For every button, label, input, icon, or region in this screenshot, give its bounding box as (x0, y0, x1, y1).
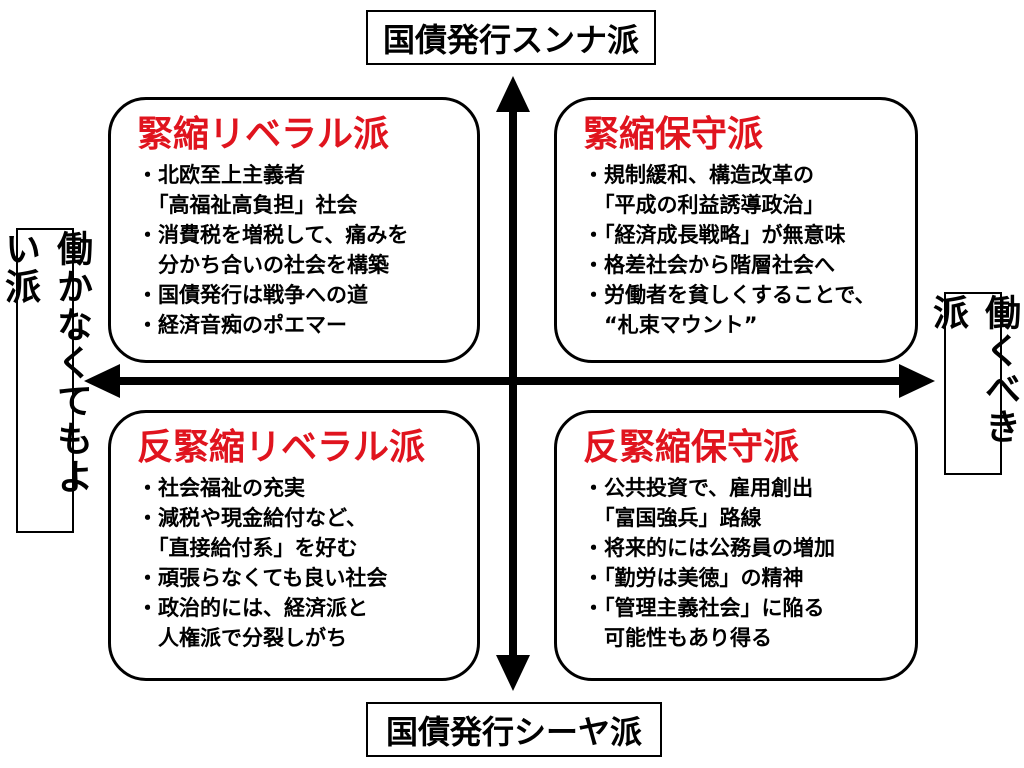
list-item: ・頑張らなくても良い社会 (137, 566, 388, 590)
quadrant-title: 反緊縮リベラル派 (137, 427, 426, 468)
left-arrowhead (84, 364, 120, 398)
list-item: “札束マウント” (583, 313, 758, 337)
axis-label-top: 国債発行スンナ派 (366, 10, 656, 65)
list-item: ・減税や現金給付など、 (137, 506, 367, 530)
quadrant-item-list: ・社会福祉の充実 ・減税や現金給付など、 「直接給付系」を好む ・頑張らなくても… (137, 473, 467, 653)
down-arrowhead (496, 655, 530, 691)
list-item: 分かち合いの社会を構築 (137, 253, 389, 277)
list-item: 「高福祉高負担」社会 (137, 193, 358, 217)
list-item: ・公共投資で、雇用創出 (583, 476, 814, 500)
list-item: ・政治的には、経済派と (137, 596, 368, 620)
quadrant-austerity-liberal: 緊縮リベラル派 ・北欧至上主義者 「高福祉高負担」社会 ・消費税を増税して、痛み… (108, 97, 480, 363)
list-item: ・経済音痴のポエマー (137, 313, 347, 337)
axis-label-right: 働くべき派 (927, 292, 1020, 475)
quadrant-title: 緊縮保守派 (583, 114, 764, 155)
axis-label-left: 働かなくてもよい派 (0, 228, 92, 533)
quadrant-title: 反緊縮保守派 (583, 427, 800, 468)
list-item: ・消費税を増税して、痛みを (137, 223, 409, 247)
right-arrowhead (899, 364, 935, 398)
quadrant-item-list: ・規制緩和、構造改革の 「平成の利益誘導政治」 ・「経済成長戦略」が無意味 ・格… (583, 160, 905, 340)
quadrant-title: 緊縮リベラル派 (137, 114, 390, 155)
list-item: 「平成の利益誘導政治」 (583, 193, 825, 217)
axis-label-bottom: 国債発行シーヤ派 (366, 702, 662, 757)
quadrant-anti-austerity-liberal: 反緊縮リベラル派 ・社会福祉の充実 ・減税や現金給付など、 「直接給付系」を好む… (108, 410, 480, 681)
list-item: ・「管理主義社会」に陥る (583, 596, 825, 620)
list-item: 「富国強兵」路線 (583, 506, 762, 530)
quadrant-anti-austerity-conservative: 反緊縮保守派 ・公共投資で、雇用創出 「富国強兵」路線 ・将来的には公務員の増加… (554, 410, 918, 681)
list-item: ・格差社会から階層社会へ (583, 253, 835, 277)
quadrant-item-list: ・北欧至上主義者 「高福祉高負担」社会 ・消費税を増税して、痛みを 分かち合いの… (137, 160, 467, 340)
list-item: ・労働者を貧しくすることで、 (583, 283, 876, 307)
quadrant-austerity-conservative: 緊縮保守派 ・規制緩和、構造改革の 「平成の利益誘導政治」 ・「経済成長戦略」が… (554, 97, 918, 363)
quadrant-item-list: ・公共投資で、雇用創出 「富国強兵」路線 ・将来的には公務員の増加 ・「勤労は美… (583, 473, 905, 653)
list-item: ・規制緩和、構造改革の (583, 163, 814, 187)
list-item: ・国債発行は戦争への道 (137, 283, 368, 307)
horizontal-axis (84, 364, 935, 398)
list-item: 可能性もあり得る (583, 626, 772, 650)
list-item: ・北欧至上主義者 (137, 163, 305, 187)
up-arrowhead (496, 76, 530, 112)
list-item: ・社会福祉の充実 (137, 476, 305, 500)
list-item: 「直接給付系」を好む (137, 536, 358, 560)
list-item: ・「勤労は美徳」の精神 (583, 566, 804, 590)
list-item: ・将来的には公務員の増加 (583, 536, 835, 560)
list-item: ・「経済成長戦略」が無意味 (583, 223, 846, 247)
list-item: 人権派で分裂しがち (137, 626, 347, 650)
